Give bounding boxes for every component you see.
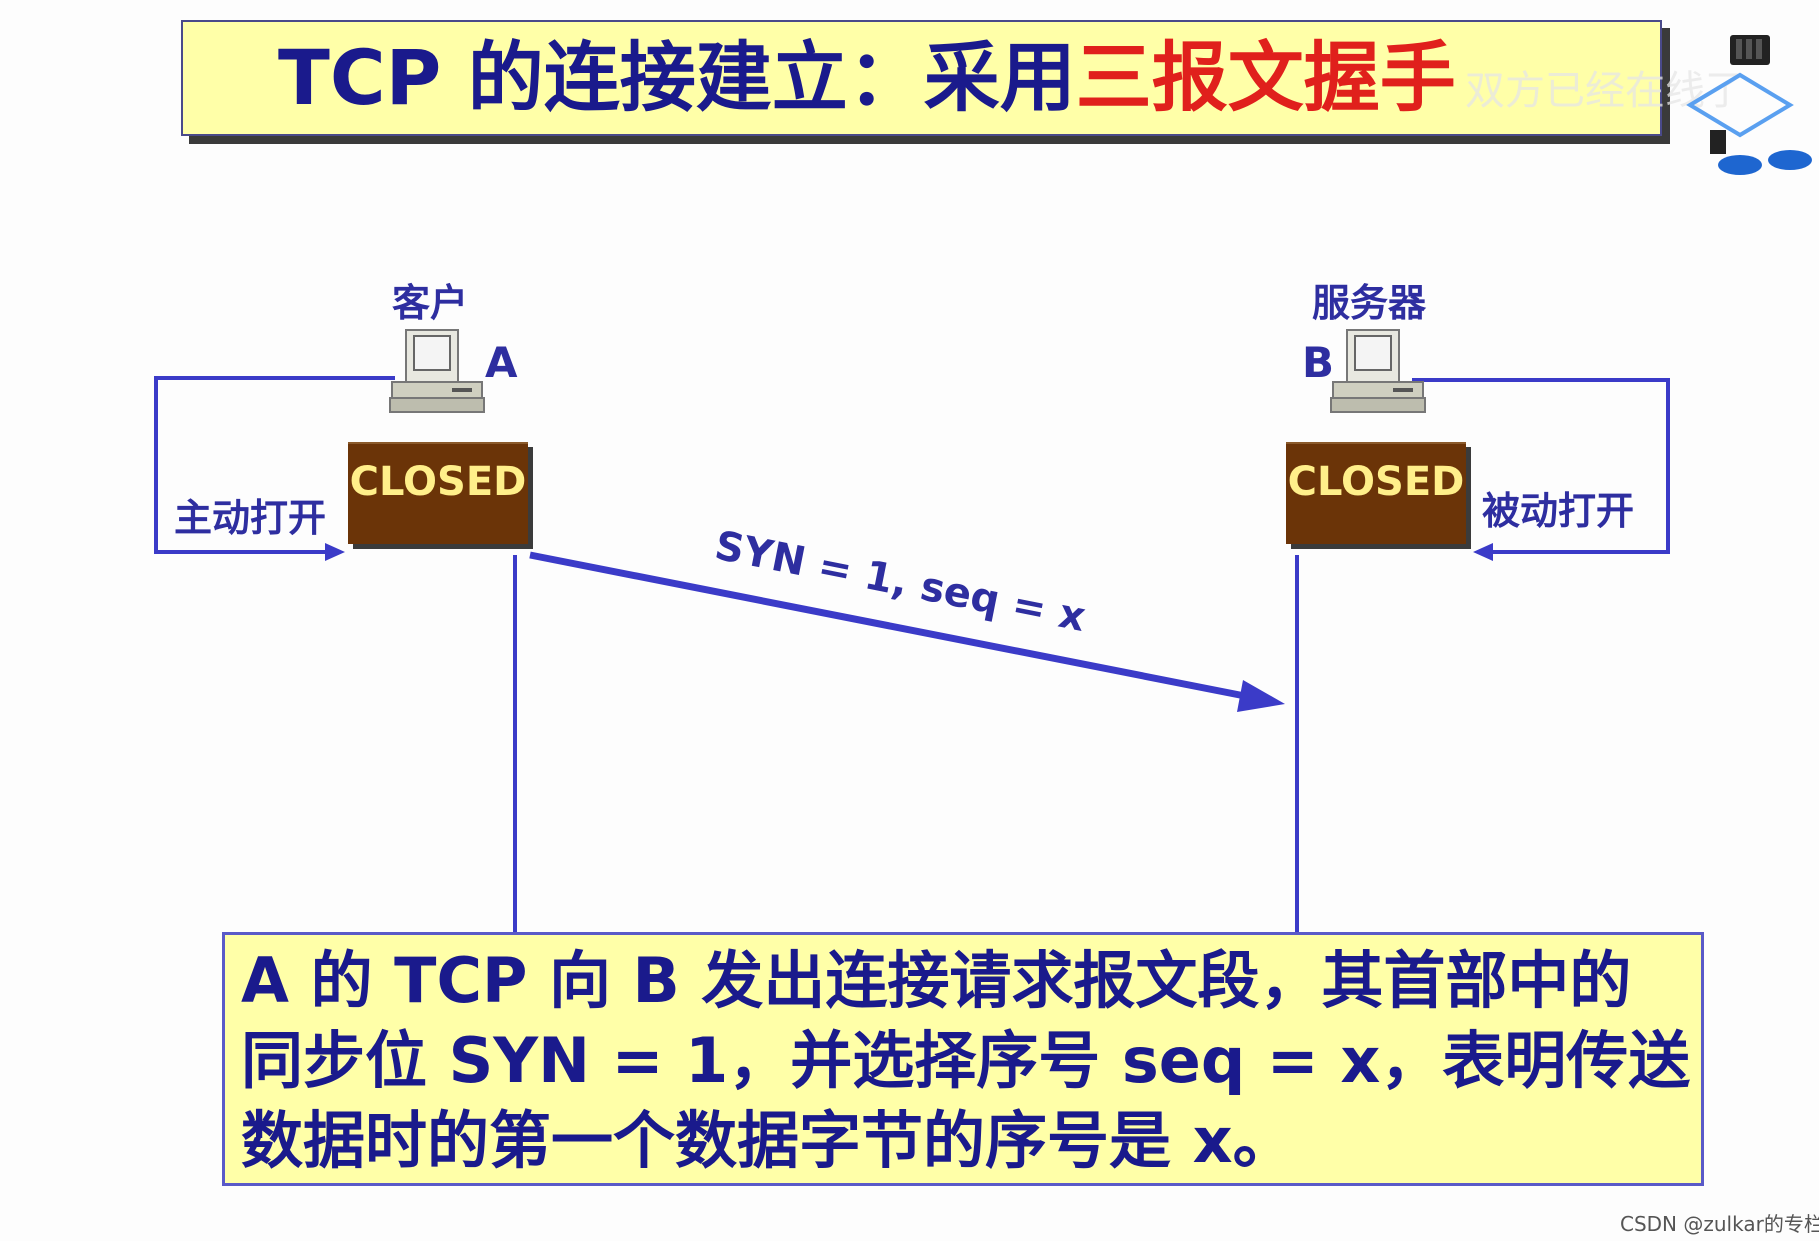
slide-title: TCP 的连接建立：采用三报文握手	[181, 20, 1662, 136]
watermark-text: 双方已经在线了	[1465, 68, 1745, 114]
server-name: 服务器	[1312, 281, 1427, 325]
server-computer-icon	[1330, 329, 1426, 413]
client-computer-icon	[389, 329, 485, 413]
server-letter: B	[1302, 338, 1335, 387]
network-logo-icon	[1686, 35, 1812, 175]
client-state-closed: CLOSED	[348, 442, 528, 544]
server-action: 被动打开	[1482, 489, 1635, 533]
client-action: 主动打开	[174, 496, 327, 540]
description-line: A 的 TCP 向 B 发出连接请求报文段，其首部中的	[241, 944, 1632, 1017]
client-open-loop	[154, 376, 395, 561]
syn-arrow	[529, 551, 1285, 712]
description-line: 数据时的第一个数据字节的序号是 x。	[241, 1104, 1295, 1177]
credit-watermark: CSDN @zulkar的专栏	[1620, 1212, 1819, 1236]
client-name: 客户	[392, 281, 469, 325]
description-box: A 的 TCP 向 B 发出连接请求报文段，其首部中的 同步位 SYN = 1，…	[222, 932, 1704, 1186]
description-line: 同步位 SYN = 1，并选择序号 seq = x，表明传送	[241, 1024, 1691, 1097]
server-open-loop	[1412, 378, 1670, 561]
title-prefix: TCP 的连接建立：采用	[278, 33, 1076, 122]
server-state-closed: CLOSED	[1286, 442, 1466, 544]
title-highlight: 三报文握手	[1075, 33, 1456, 122]
syn-label: SYN = 1, seq = x	[711, 523, 1089, 641]
client-letter: A	[485, 338, 518, 387]
